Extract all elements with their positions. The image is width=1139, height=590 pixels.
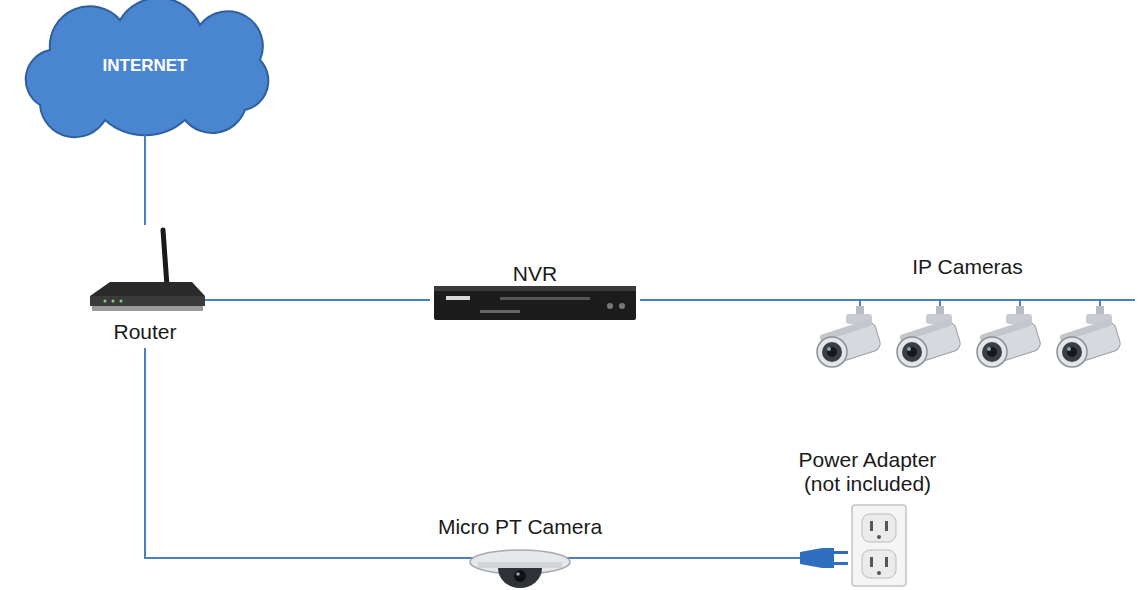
network-cable (145, 348, 430, 558)
node-label: Router (113, 320, 176, 344)
node-label: Power Adapter (not included) (783, 448, 953, 496)
node-label: INTERNET (103, 54, 188, 78)
cloud-node: INTERNET (20, 15, 270, 135)
network-cable (610, 557, 770, 559)
node-label: IP Cameras (912, 255, 1023, 279)
internet-cloud (26, 0, 269, 137)
network-cable (144, 135, 146, 225)
camera-group-node: IP Cameras (800, 255, 1135, 378)
ip-camera-icons (817, 306, 1122, 367)
network-cable (205, 299, 430, 301)
wall-outlet-icon (852, 505, 906, 586)
micro-camera-node: Micro PT Camera (430, 515, 610, 588)
node-label: Micro PT Camera (438, 515, 602, 539)
nvr-node: NVR (430, 262, 640, 328)
node-label: NVR (513, 262, 557, 286)
network-cable (640, 299, 800, 301)
router-icon (90, 230, 205, 311)
camera-bus-line (800, 300, 1135, 312)
nvr-icon (434, 286, 636, 320)
router-node: Router (85, 225, 205, 348)
power-adapter-node: Power Adapter (not included) (770, 448, 965, 588)
micro-pt-camera-icon (430, 550, 610, 588)
power-plug-icon (770, 548, 848, 568)
